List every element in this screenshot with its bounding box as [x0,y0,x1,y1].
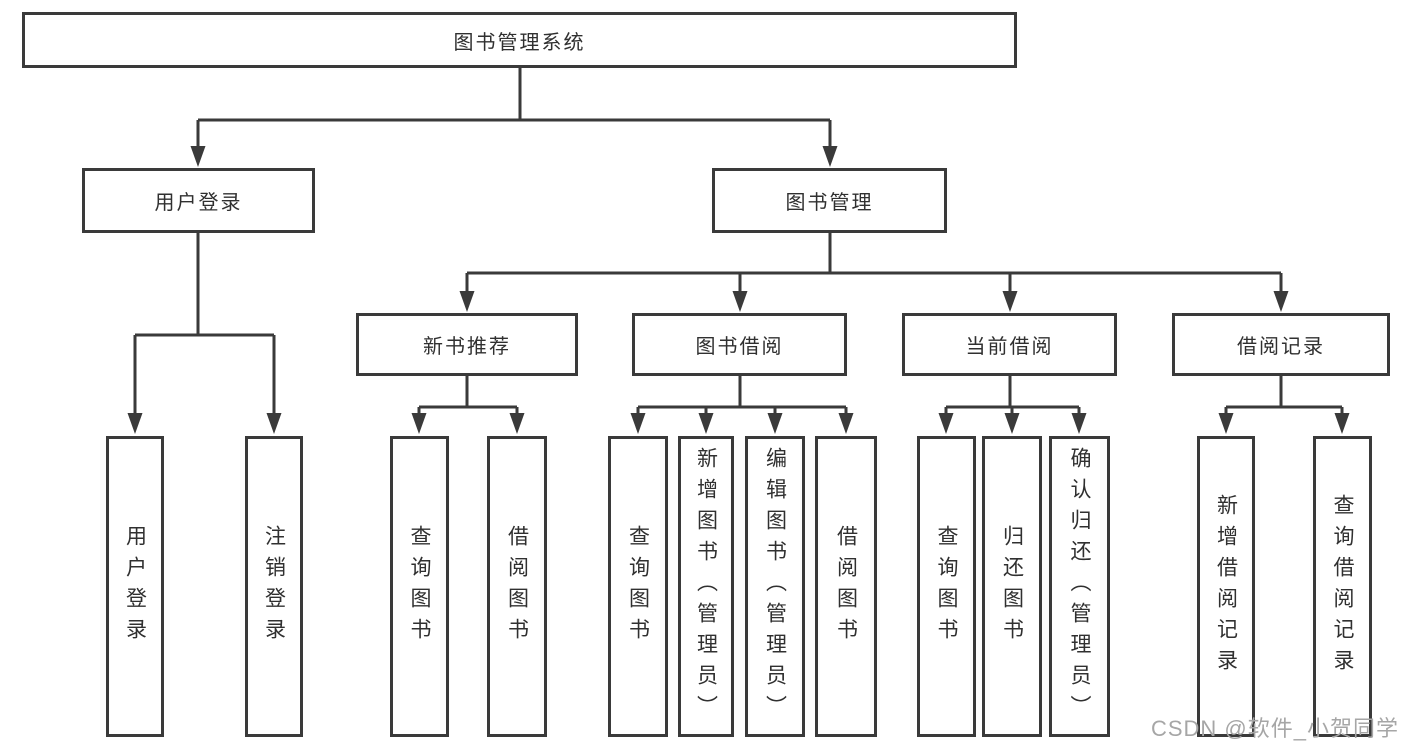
node-borrowing-records: 借阅记录 [1172,313,1390,376]
node-book-borrowing: 图书借阅 [632,313,847,376]
leaf-confirm-return-admin: 确认归还（管理员） [1049,436,1110,737]
leaf-return-books: 归还图书 [982,436,1042,737]
node-user-login: 用户登录 [82,168,315,233]
node-book-management: 图书管理 [712,168,947,233]
node-library-management-system: 图书管理系统 [22,12,1017,68]
leaf-query-books-current: 查询图书 [917,436,976,737]
leaf-query-books-borrowing: 查询图书 [608,436,668,737]
leaf-add-books-admin: 新增图书（管理员） [678,436,734,737]
leaf-borrow-books-recommendation: 借阅图书 [487,436,547,737]
leaf-query-books-recommendation: 查询图书 [390,436,449,737]
leaf-user-login: 用户登录 [106,436,164,737]
leaf-edit-books-admin: 编辑图书（管理员） [745,436,805,737]
leaf-query-borrowing-record: 查询借阅记录 [1313,436,1372,737]
leaf-borrow-books: 借阅图书 [815,436,877,737]
node-new-book-recommendation: 新书推荐 [356,313,578,376]
leaf-logout: 注销登录 [245,436,303,737]
node-current-borrowing: 当前借阅 [902,313,1117,376]
watermark: CSDN @软件_小贺同学 [1150,716,1399,741]
leaf-add-borrowing-record: 新增借阅记录 [1197,436,1255,737]
